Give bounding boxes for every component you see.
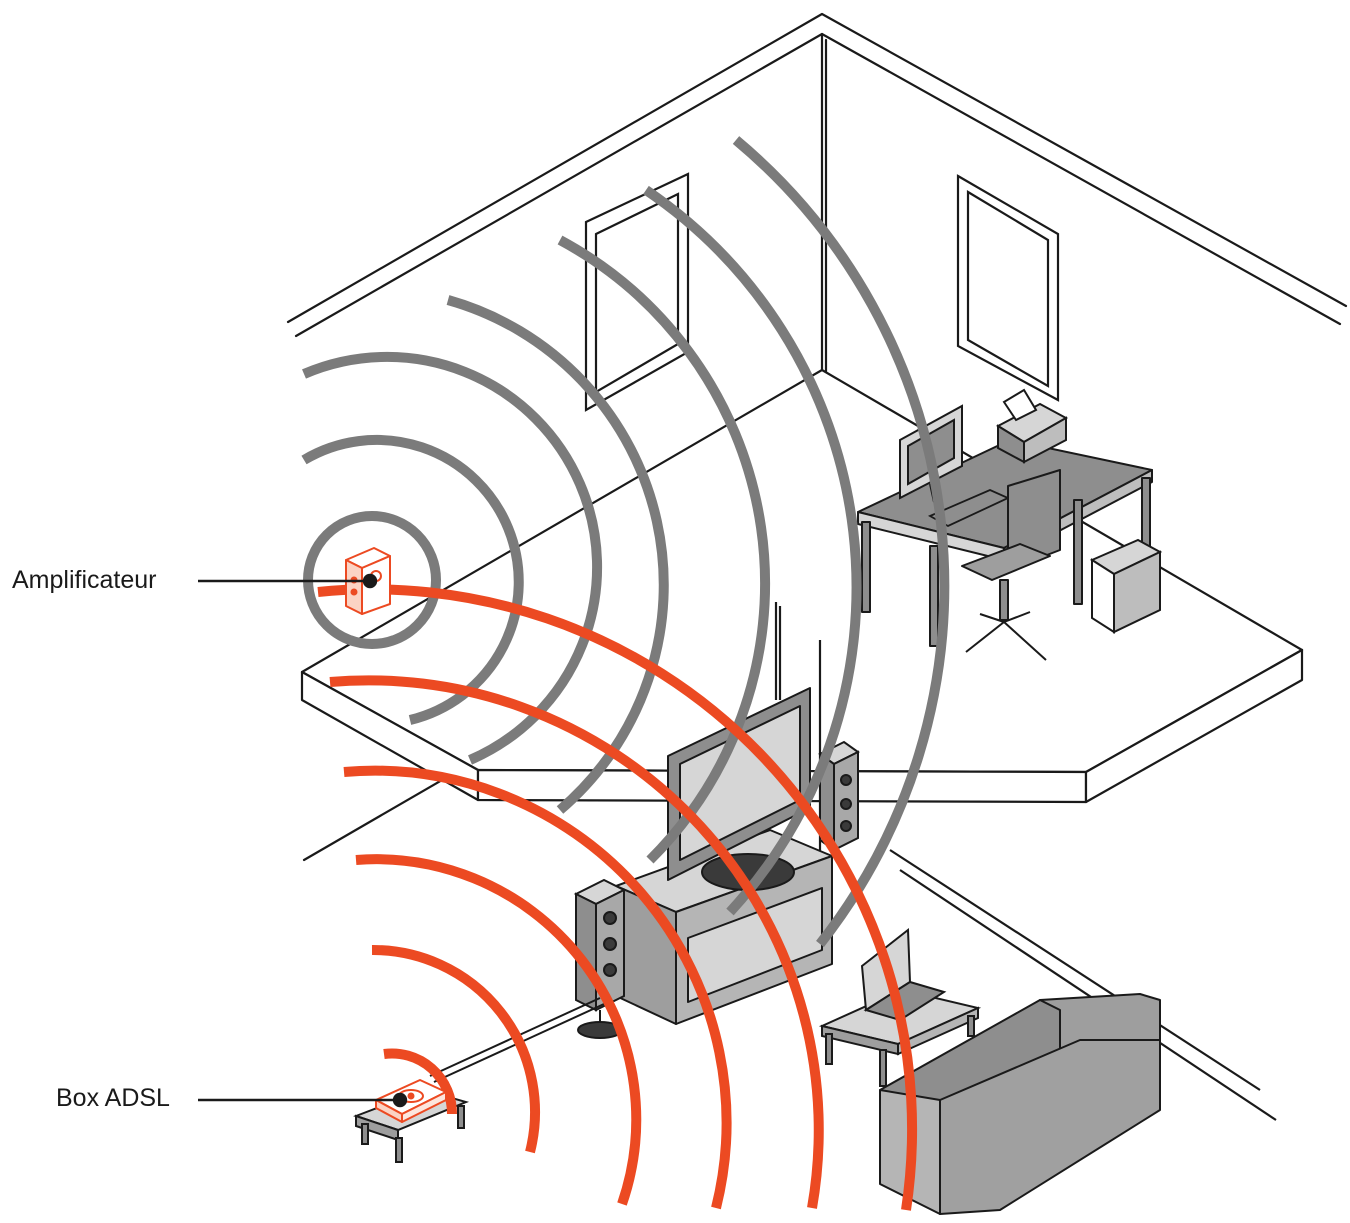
router-signal-waves [317, 584, 918, 1211]
wifi-repeater-icon [345, 547, 391, 615]
desk [857, 439, 1153, 647]
leader-lines [198, 573, 408, 1108]
repeater-wave-7 [732, 136, 950, 948]
router-label: Box ADSL [56, 1084, 170, 1112]
window-right [956, 174, 1060, 402]
repeater-wave-4 [446, 295, 669, 814]
pc-tower-icon [1089, 538, 1163, 634]
router-leader-dot [392, 1092, 408, 1108]
speaker-right-icon [818, 740, 860, 852]
router-wave-2 [371, 944, 541, 1154]
speaker-left-icon [573, 878, 627, 1039]
router-wave-3 [355, 854, 642, 1206]
repeater-wave-5 [557, 235, 771, 864]
repeater-wave-3 [302, 351, 603, 765]
coffee-table [818, 988, 982, 1087]
router-wave-1 [383, 1048, 458, 1115]
office-chair [961, 469, 1061, 661]
adsl-router-icon [375, 1079, 447, 1123]
repeater-leader-dot [362, 573, 378, 589]
repeater-wave-2 [301, 434, 524, 725]
printer-icon [995, 388, 1069, 464]
router-wave-4 [343, 765, 732, 1210]
router-wave-5 [329, 675, 824, 1209]
router-wave-6 [317, 584, 918, 1211]
repeater-label: Amplificateur [12, 566, 157, 594]
